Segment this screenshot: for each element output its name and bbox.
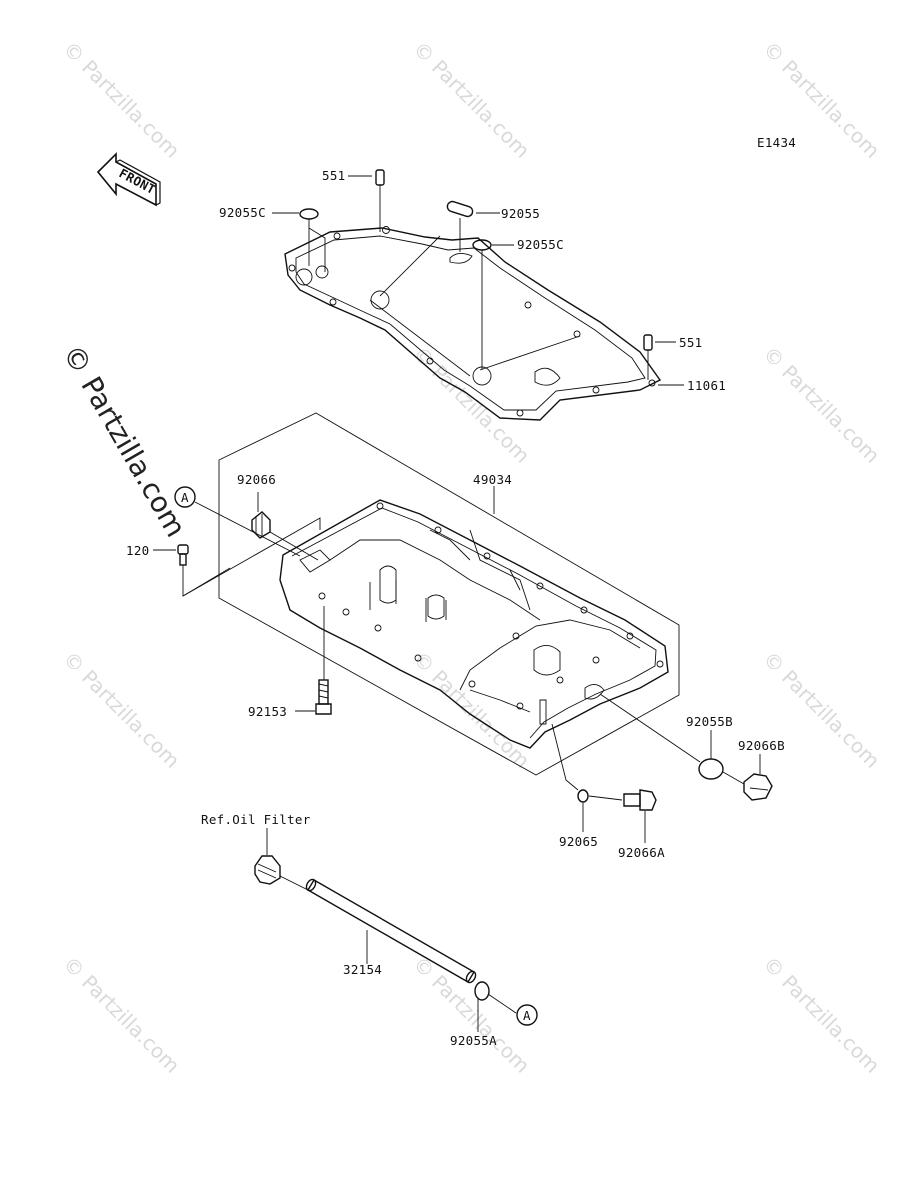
label-92055a: 92055A (450, 1033, 497, 1048)
plug-92066b (743, 773, 773, 801)
label-32154: 32154 (343, 962, 382, 977)
bolt-92153 (315, 679, 332, 715)
label-92055c-left: 92055C (219, 205, 266, 220)
front-arrow-icon: FRONT (96, 152, 161, 207)
watermark: © Partzilla.com (758, 647, 884, 773)
label-92066: 92066 (237, 472, 276, 487)
callout-a-lower-label: A (523, 1008, 531, 1023)
label-551-right: 551 (679, 335, 702, 350)
label-11061: 11061 (687, 378, 726, 393)
watermark: © Partzilla.com (58, 952, 184, 1078)
watermark-side: © Partzilla.com (56, 339, 193, 543)
oil-pan-gasket (284, 226, 662, 421)
watermark: © Partzilla.com (408, 647, 534, 773)
watermark: © Partzilla.com (758, 952, 884, 1078)
label-120: 120 (126, 543, 149, 558)
dowel-pin-551-right (643, 334, 653, 351)
label-551-top: 551 (322, 168, 345, 183)
label-92066a: 92066A (618, 845, 665, 860)
label-49034: 49034 (473, 472, 512, 487)
label-92153: 92153 (248, 704, 287, 719)
drain-plug-92066a (623, 789, 657, 811)
o-ring-92055b (698, 758, 724, 780)
washer-92065 (577, 789, 589, 803)
label-92065: 92065 (559, 834, 598, 849)
diagram-code: E1434 (757, 135, 796, 150)
gasket-leader-lines (272, 175, 684, 386)
label-ref-oil-filter: Ref.Oil Filter (201, 812, 311, 827)
ref-oil-filter-fitting (254, 855, 281, 885)
label-92055-top: 92055 (501, 206, 540, 221)
dowel-pin-551-top (375, 169, 385, 186)
o-ring-92055-top (446, 200, 474, 218)
callout-a-upper (174, 486, 196, 508)
o-ring-92055a (474, 981, 490, 1001)
callout-a-upper-label: A (181, 490, 189, 505)
watermark: © Partzilla.com (58, 37, 184, 163)
oil-pan-assembly-frame (218, 412, 680, 776)
watermark: © Partzilla.com (58, 647, 184, 773)
plug-92066 (251, 511, 271, 539)
label-92055c-right: 92055C (517, 237, 564, 252)
part-number-labels: 551 92055C 92055 92055C 551 11061 92066 … (126, 168, 785, 1048)
bolt-120 (177, 544, 189, 566)
oil-pipe-32154 (305, 878, 477, 984)
label-92055b: 92055B (686, 714, 733, 729)
o-ring-92055c-left (299, 208, 319, 220)
label-92066b: 92066B (738, 738, 785, 753)
watermark: © Partzilla.com (408, 37, 534, 163)
callout-a-lower (516, 1004, 538, 1026)
oil-pan-49034 (279, 499, 669, 749)
watermark: © Partzilla.com (758, 342, 884, 468)
